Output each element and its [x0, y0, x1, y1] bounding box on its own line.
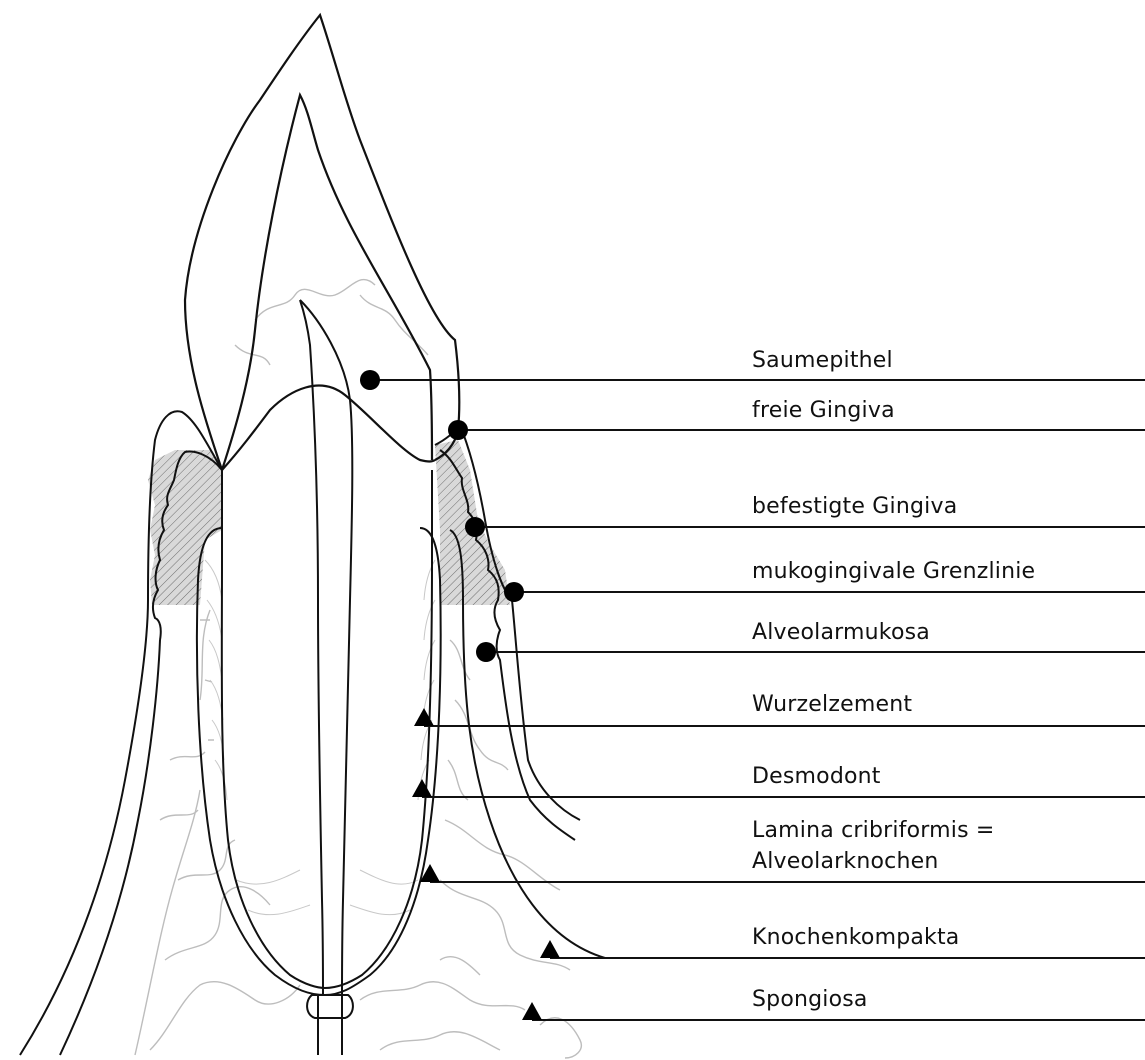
marker-saumepithel: [360, 370, 380, 390]
marker-befestigte-gingiva: [465, 517, 485, 537]
triangle-markers: [412, 708, 560, 1020]
label-wurzelzement: Wurzelzement: [752, 692, 912, 718]
label-alveolarknochen: Alveolarknochen: [752, 849, 938, 875]
marker-mukogingivale-grenzlinie: [504, 582, 524, 602]
marker-knochenkompakta: [540, 940, 560, 958]
marker-wurzelzement: [414, 708, 434, 726]
marker-spongiosa: [522, 1002, 542, 1020]
label-freie-gingiva: freie Gingiva: [752, 398, 895, 424]
label-mukogingivale-grenzlinie: mukogingivale Grenzlinie: [752, 559, 1035, 585]
marker-alveolarmukosa: [476, 642, 496, 662]
gingiva-hatched: [148, 440, 510, 605]
gingiva-outline: [20, 411, 580, 1055]
spongiosa-structure: [135, 280, 581, 1058]
label-spongiosa: Spongiosa: [752, 987, 868, 1013]
alveolar-bone: [197, 528, 605, 995]
label-lamina-cribriformis: Lamina cribriformis =: [752, 818, 995, 844]
tooth-root: [222, 300, 432, 1055]
label-saumepithel: Saumepithel: [752, 348, 893, 374]
marker-desmodont: [412, 779, 432, 797]
label-knochenkompakta: Knochenkompakta: [752, 925, 960, 951]
label-alveolarmukosa: Alveolarmukosa: [752, 620, 930, 646]
tooth-crown: [185, 15, 459, 470]
marker-freie-gingiva: [448, 420, 468, 440]
label-desmodont: Desmodont: [752, 764, 881, 790]
label-befestigte-gingiva: befestigte Gingiva: [752, 494, 957, 520]
